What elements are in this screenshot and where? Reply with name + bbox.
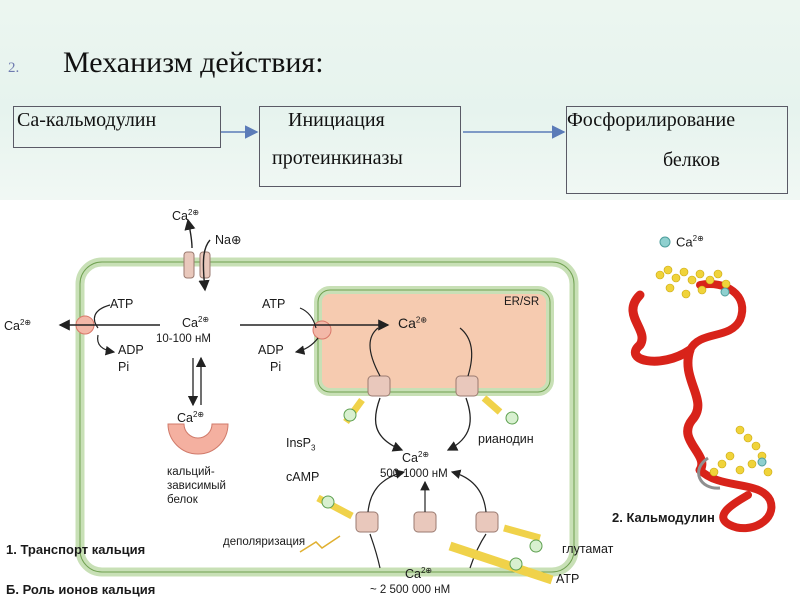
flow-box-phosphorylation-line2: белков [663, 149, 720, 171]
flow-box-phosphorylation-line1: Фосфорилирование [567, 109, 736, 131]
pi-mid-label: Pi [270, 360, 282, 374]
serca-pump [312, 320, 332, 340]
adp-left-label: ADP [118, 343, 144, 357]
camp-channel [355, 511, 379, 533]
flow-box-calmodulin-label: Са-кальмодулин [17, 109, 157, 131]
insp3-label: InsP3 [286, 436, 316, 453]
ca-center-concentration: 500-1000 нМ [380, 468, 448, 480]
atp-left-label: ATP [110, 297, 134, 311]
cell-membrane-edge [79, 261, 575, 573]
glutamate-channel [475, 511, 499, 533]
ca-center-label: Ca2⊕ [402, 450, 430, 466]
flow-arrows [221, 125, 566, 139]
er-release-arrow-left [374, 397, 404, 452]
bound-ca-dot-1 [720, 287, 730, 297]
flow-box-phosphorylation: Фосфорилирование белков [566, 106, 788, 194]
calcium-diagram: Ca2⊕ Na⊕ Ca2⊕ ATP ADP Pi Ca2⊕ 10-100 нМ … [0, 200, 800, 600]
caption-calmodulin: 2. Кальмодулин [612, 510, 715, 525]
ca-cytosol-concentration: 10-100 нМ [156, 333, 211, 345]
er-release-arrow-right [446, 397, 471, 451]
caption-transport: 1. Транспорт кальция [6, 542, 146, 557]
flow-box-initiation-line1: Инициация [288, 109, 385, 131]
ryanodine-activation-arrow [481, 395, 503, 415]
protein-label-line2: зависимый [167, 480, 226, 492]
calcium-binding-residues [655, 265, 773, 477]
calcium-binding-protein [167, 423, 229, 455]
ca-cytosol-label: Ca2⊕ [182, 315, 210, 331]
ca-bound-label: Ca2⊕ [177, 410, 205, 426]
pump-atp-arrow [93, 304, 111, 329]
atp-plus-icon [509, 557, 523, 571]
atp-mid-label: ATP [262, 297, 286, 311]
protein-label-line1: кальций- [167, 466, 215, 478]
serca-atp-arrow [299, 307, 317, 329]
flow-box-initiation: Инициация протеинкиназы [259, 106, 461, 187]
atp-activation-arrow [448, 541, 554, 585]
er-membrane-edge [317, 289, 551, 393]
exchanger-right-half [199, 251, 211, 279]
atp-bottom-label: ATP [556, 572, 580, 586]
ca-efflux-arrow [184, 218, 196, 249]
glutamate-label: глутамат [562, 542, 614, 556]
ryanodine-label: рианодин [478, 432, 534, 446]
insp3-plus-icon [343, 408, 357, 422]
glutamate-plus-icon [529, 539, 543, 553]
ext-ca-path-right [469, 533, 487, 569]
adp-mid-label: ADP [258, 343, 284, 357]
slide-number: 2. [8, 60, 20, 76]
influx-arrow-left [367, 469, 406, 513]
insp3-receptor-channel [367, 375, 391, 397]
pi-left-label: Pi [118, 360, 130, 374]
ca-bottom-label: Ca2⊕ [405, 566, 433, 582]
ryanodine-plus-icon [505, 411, 519, 425]
camp-label: cAMP [286, 470, 320, 484]
calmodulin-central-helix [683, 345, 707, 475]
serca-adp-arrow [294, 337, 319, 355]
ca-legend-dot [659, 236, 671, 248]
slide-title: Механизм действия: [63, 46, 324, 79]
depolarization-label: деполяризация [223, 536, 306, 548]
ryanodine-receptor-channel [455, 375, 479, 397]
glutamate-activation-arrow [503, 524, 541, 542]
ca-out-top-label: Ca2⊕ [172, 208, 200, 224]
calmodulin-helix-2 [686, 280, 747, 354]
calmodulin-loop [697, 456, 721, 490]
voltage-gated-channel [413, 511, 437, 533]
ca-bottom-concentration: ~ 2 500 000 нМ [370, 584, 451, 596]
title-panel: 2. Механизм действия: Са-кальмодулин Ини… [0, 0, 800, 200]
ca-er-label: Ca2⊕ [398, 315, 428, 331]
exchanger-left-half [183, 251, 195, 279]
ext-ca-path-left [369, 533, 381, 569]
na-label: Na⊕ [215, 233, 242, 247]
flow-box-initiation-line2: протеинкиназы [272, 147, 403, 169]
ca-legend-label: Ca2⊕ [676, 234, 704, 250]
calmodulin-helix-3 [696, 466, 776, 533]
caption-calcium-role: Б. Роль ионов кальция [6, 582, 156, 597]
er-release-path-left [369, 327, 381, 377]
na-influx-arrow [198, 239, 211, 292]
er-release-path-right [459, 327, 473, 377]
flow-box-calmodulin: Са-кальмодулин [13, 106, 221, 148]
camp-plus-icon [321, 495, 335, 509]
er-sr-label: ER/SR [504, 296, 540, 308]
depolarization-zigzag [299, 535, 341, 553]
cell-drawing [58, 218, 776, 585]
ca-left-label: Ca2⊕ [4, 318, 32, 334]
protein-label-line3: белок [167, 494, 198, 506]
calmodulin-helix-1 [628, 290, 695, 366]
bound-ca-dot-2 [757, 457, 767, 467]
pump-adp-arrow [97, 334, 116, 356]
influx-arrow-right [450, 469, 487, 513]
